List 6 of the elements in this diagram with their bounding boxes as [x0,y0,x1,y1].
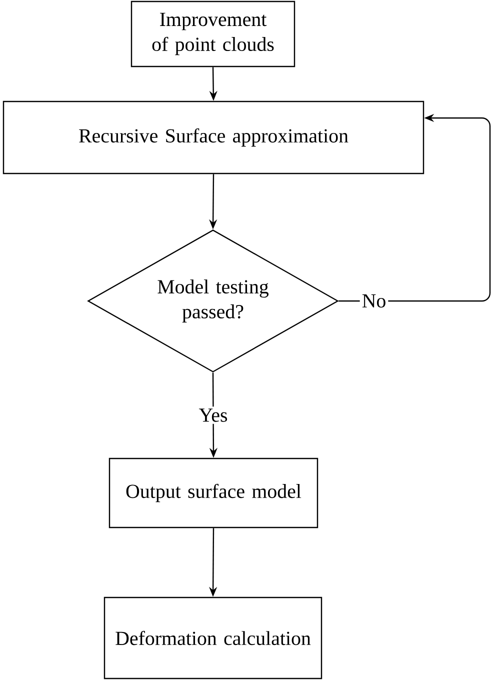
process-box: Deformation calculation [104,596,322,680]
process-box: Output surface model [108,458,318,528]
process-box: Improvement of point clouds [130,0,296,68]
process-box: Recursive Surface approximation [2,100,424,174]
edge-label: Yes [196,406,230,424]
edge-label: No [360,292,388,310]
